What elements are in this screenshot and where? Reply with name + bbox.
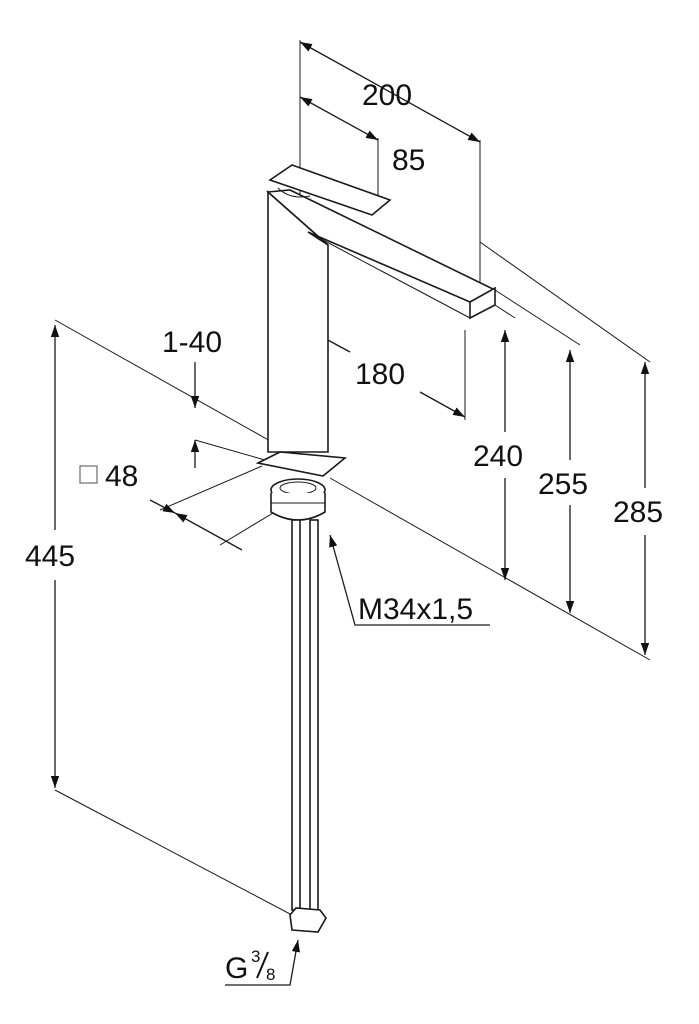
label-total-height: 285	[613, 496, 663, 529]
extension-lines	[54, 40, 651, 916]
label-connection-prefix: G	[225, 952, 248, 985]
label-deck-thickness: 1-40	[162, 326, 222, 359]
label-outlet-height: 255	[538, 468, 588, 501]
label-lever-depth: 85	[392, 144, 425, 177]
label-hose-length: 445	[25, 540, 75, 573]
dimension-labels: 200 85 180 1-40 48 240 255 285 445 M34x1…	[25, 79, 663, 985]
label-connection-den: 8	[266, 965, 275, 984]
faucet	[255, 164, 497, 933]
label-thread: M34x1,5	[358, 593, 473, 626]
square-icon	[79, 465, 98, 484]
fraction-slash	[256, 951, 269, 979]
dimension-lines	[50, 41, 650, 986]
label-spout-reach: 180	[355, 358, 405, 391]
label-overall-depth: 200	[362, 79, 412, 112]
label-connection-num: 3	[251, 947, 260, 966]
label-spout-height: 240	[473, 440, 523, 473]
label-base-square: 48	[105, 460, 138, 493]
